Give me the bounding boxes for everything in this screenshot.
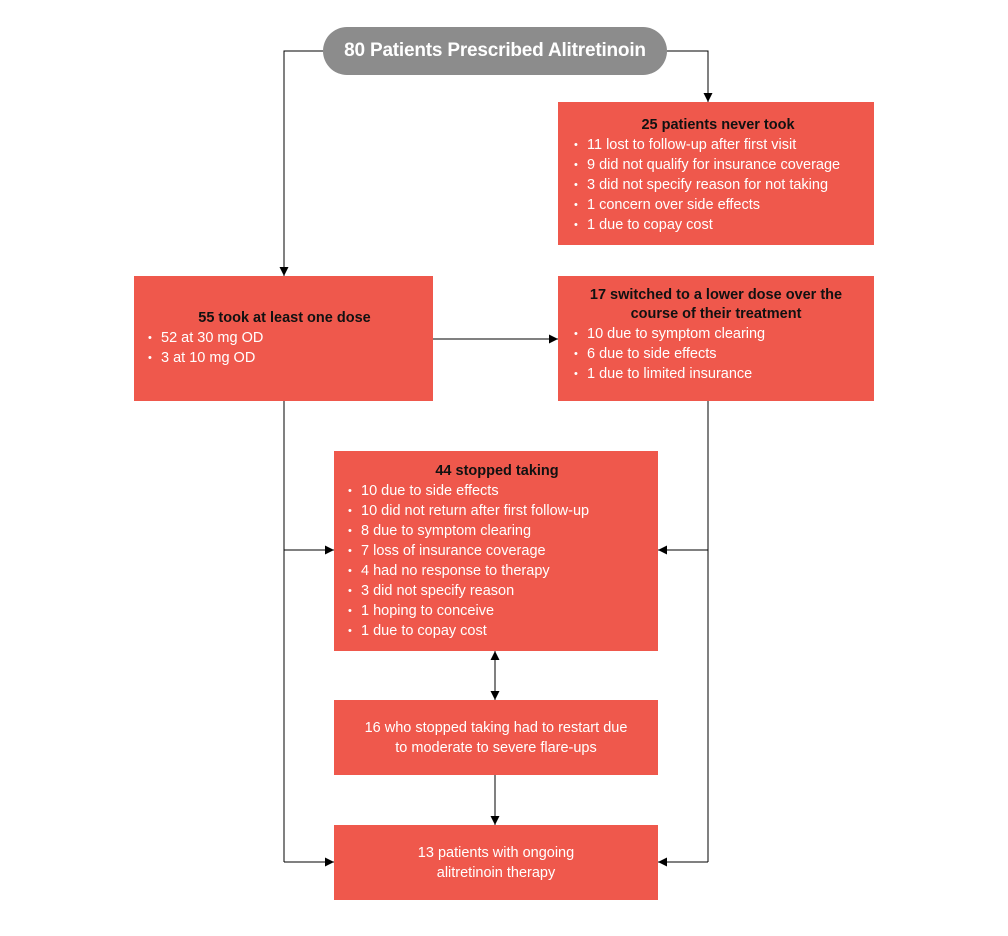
list-item: 10 due to side effects: [346, 481, 648, 501]
list-item: 3 did not specify reason: [346, 581, 648, 601]
took-dose-title: 55 took at least one dose: [198, 310, 371, 326]
stopped-title: 44 stopped taking: [435, 463, 559, 479]
root-label: 80 Patients Prescribed Alitretinoin: [344, 40, 646, 61]
list-item: 1 due to limited insurance: [572, 364, 860, 384]
list-item: 1 due to copay cost: [346, 621, 648, 641]
list-item: 8 due to symptom clearing: [346, 521, 648, 541]
list-item: 1 hoping to conceive: [346, 601, 648, 621]
took-dose-box: 55 took at least one dose 52 at 30 mg OD…: [134, 276, 433, 401]
list-item: 6 due to side effects: [572, 344, 860, 364]
list-item: 3 at 10 mg OD: [146, 348, 423, 368]
list-item: 10 due to symptom clearing: [572, 324, 860, 344]
list-item: 10 did not return after first follow-up: [346, 501, 648, 521]
list-item: 9 did not qualify for insurance coverage: [572, 155, 864, 175]
restart-text: 16 who stopped taking had to restart due…: [364, 719, 628, 756]
root-node: 80 Patients Prescribed Alitretinoin: [323, 27, 667, 75]
ongoing-box: 13 patients with ongoing alitretinoin th…: [334, 825, 658, 900]
arrow-root-to-never-took: [667, 50, 713, 102]
took-dose-list: 52 at 30 mg OD 3 at 10 mg OD: [146, 328, 423, 368]
list-item: 1 concern over side effects: [572, 195, 864, 215]
stopped-list: 10 due to side effects 10 did not return…: [346, 481, 648, 641]
list-item: 1 due to copay cost: [572, 215, 864, 235]
ongoing-text: 13 patients with ongoing alitretinoin th…: [417, 844, 575, 881]
never-took-list: 11 lost to follow-up after first visit 9…: [572, 135, 864, 235]
list-item: 11 lost to follow-up after first visit: [572, 135, 864, 155]
switched-title: 17 switched to a lower dose over the cou…: [589, 287, 843, 322]
stopped-box: 44 stopped taking 10 due to side effects…: [334, 451, 658, 651]
switched-list: 10 due to symptom clearing 6 due to side…: [572, 324, 860, 384]
arrow-root-to-took-dose: [279, 50, 323, 276]
list-item: 4 had no response to therapy: [346, 561, 648, 581]
list-item: 3 did not specify reason for not taking: [572, 175, 864, 195]
never-took-box: 25 patients never took 11 lost to follow…: [558, 102, 874, 245]
never-took-title: 25 patients never took: [641, 117, 795, 133]
list-item: 52 at 30 mg OD: [146, 328, 423, 348]
restart-box: 16 who stopped taking had to restart due…: [334, 700, 658, 775]
switched-box: 17 switched to a lower dose over the cou…: [558, 276, 874, 401]
list-item: 7 loss of insurance coverage: [346, 541, 648, 561]
